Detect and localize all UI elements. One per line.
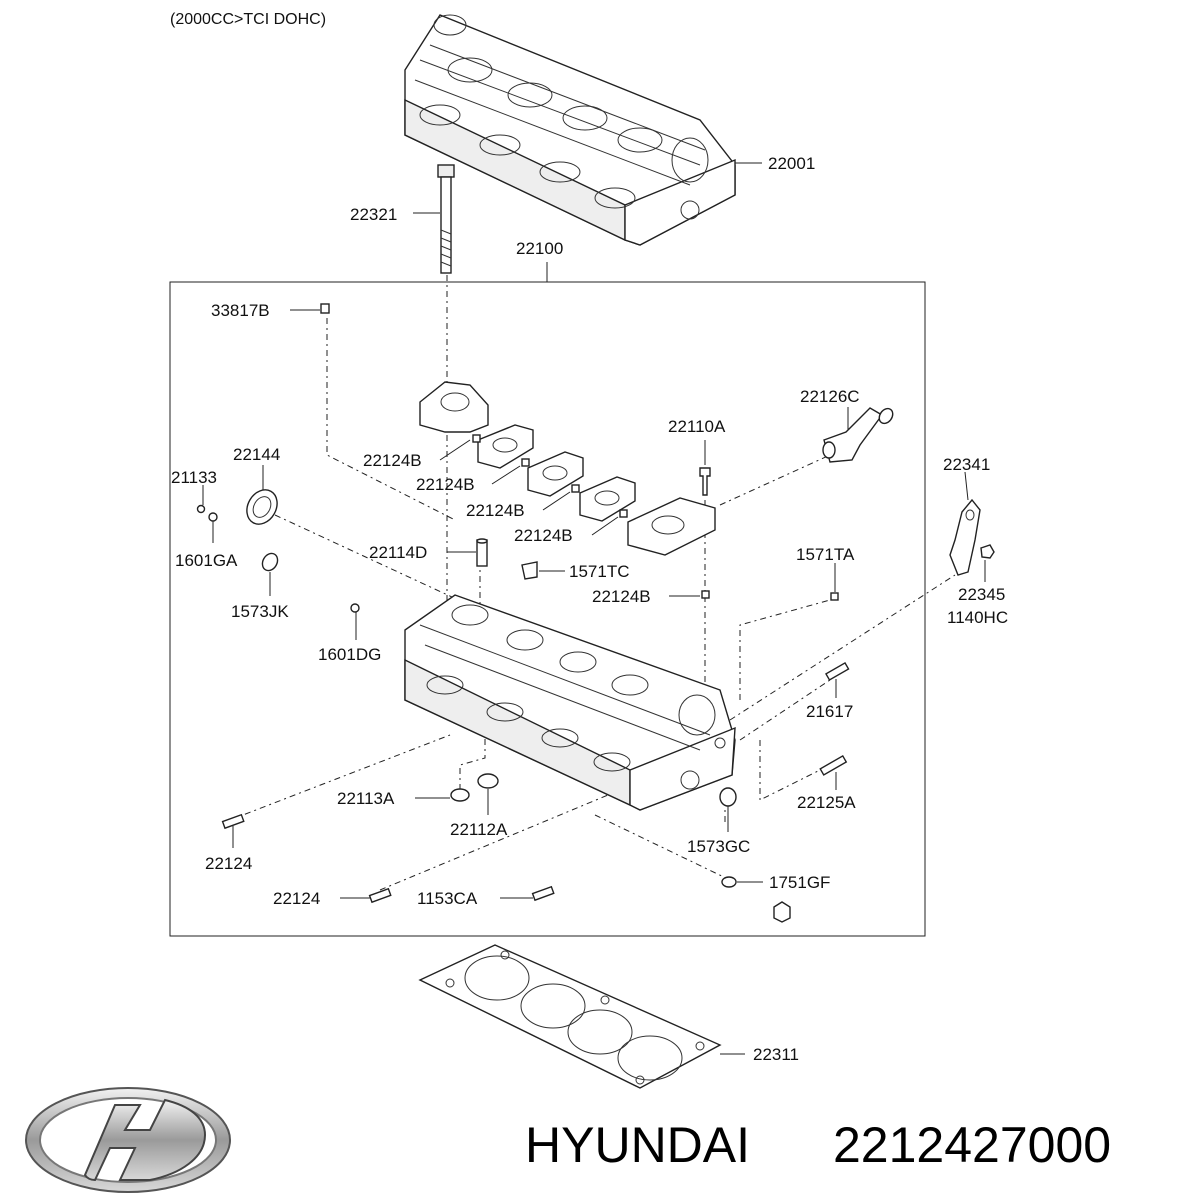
part-number: 2212427000 [833, 1117, 1111, 1173]
callout-1573JK: 1573JK [231, 602, 289, 621]
cylinder-head-group-box [169, 281, 926, 937]
bracket-illustration [949, 498, 995, 576]
callout-1153CA: 1153CA [417, 889, 478, 908]
small-parts-illustration [196, 303, 839, 613]
brand-name: HYUNDAI [525, 1117, 750, 1173]
callout-22112A: 22112A [450, 820, 508, 839]
callout-22345: 22345 [958, 585, 1005, 604]
seals-illustration [246, 489, 791, 923]
callout-22124-1: 22124 [205, 854, 252, 873]
callout-33817B: 33817B [211, 301, 270, 320]
head-bolt-illustration [437, 164, 455, 274]
callout-21133: 21133 [171, 468, 217, 487]
callout-22113A: 22113A [337, 789, 395, 808]
engine-note: (2000CC>TCI DOHC) [170, 11, 326, 28]
callout-22126C: 22126C [800, 387, 860, 406]
callout-1601GA: 1601GA [175, 551, 238, 570]
callout-21617: 21617 [806, 702, 853, 721]
studs-illustration [221, 661, 850, 904]
callout-22124B-4: 22124B [514, 526, 573, 545]
callout-22321: 22321 [350, 205, 397, 224]
callout-22001: 22001 [768, 154, 815, 173]
callout-22100: 22100 [516, 239, 563, 258]
callout-1140HC: 1140HC [947, 608, 1008, 627]
callout-22114D: 22114D [369, 543, 427, 562]
cylinder-head-assembly-illustration [404, 14, 736, 246]
cam-caps-illustration [419, 381, 716, 556]
callout-1571TC: 1571TC [569, 562, 629, 581]
callout-22125A: 22125A [797, 793, 856, 812]
callout-22144: 22144 [233, 445, 280, 464]
head-gasket-illustration [418, 944, 722, 1089]
water-fitting-illustration [822, 407, 894, 463]
callout-22124B-1: 22124B [363, 451, 422, 470]
callout-22124B-3: 22124B [466, 501, 525, 520]
callout-22341: 22341 [943, 455, 990, 474]
callout-22124B-2: 22124B [416, 475, 475, 494]
callout-1601DG: 1601DG [318, 645, 381, 664]
callout-1573GC: 1573GC [687, 837, 750, 856]
callout-1571TA: 1571TA [796, 545, 855, 564]
callout-22110A: 22110A [668, 417, 726, 436]
callout-1751GF: 1751GF [769, 873, 830, 892]
cylinder-head-illustration [404, 594, 736, 811]
hyundai-logo [25, 1087, 231, 1193]
callout-22311: 22311 [753, 1045, 799, 1064]
callout-22124B-5: 22124B [592, 587, 651, 606]
callout-22124-2: 22124 [273, 889, 320, 908]
